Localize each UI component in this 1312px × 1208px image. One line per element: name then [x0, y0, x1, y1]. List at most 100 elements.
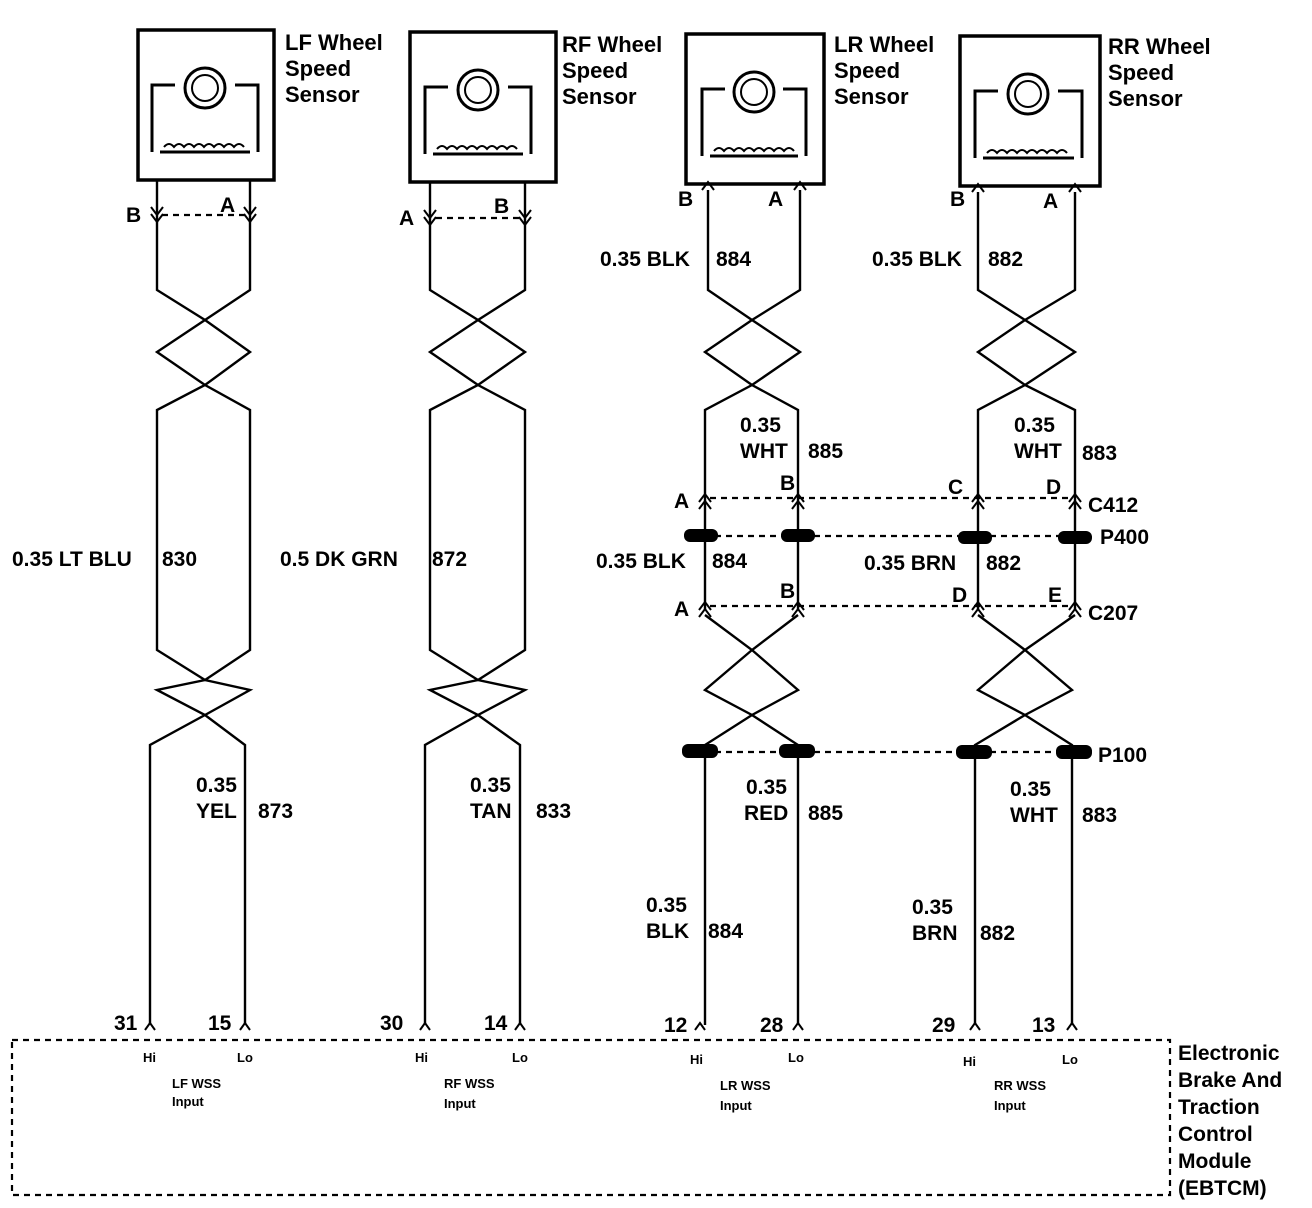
- input-label-line1: RR WSS: [994, 1078, 1046, 1093]
- pin-number: 14: [484, 1012, 508, 1035]
- wire-color: TAN: [470, 800, 512, 823]
- splice-icon: [684, 529, 718, 542]
- connector-name: P400: [1100, 526, 1149, 549]
- lo-label: Lo: [512, 1050, 528, 1065]
- wire-label: 0.35 LT BLU: [12, 548, 132, 571]
- terminal-icon: [1068, 600, 1082, 618]
- module-title-line5: Module: [1178, 1150, 1252, 1173]
- pin-label: A: [399, 207, 414, 230]
- sensor-title-line1: LR Wheel: [834, 32, 934, 57]
- sensor-title-line2: Speed: [285, 56, 351, 81]
- pin-label: B: [780, 580, 795, 603]
- wire-color: RED: [744, 802, 788, 825]
- sensor-box: [684, 32, 826, 186]
- coil-icon: [986, 149, 1068, 155]
- splice-icon: [779, 744, 815, 758]
- lr-wiring: B A 0.35 BLK 884 0.35 WHT 885 0.35 BLK 8…: [596, 180, 843, 1025]
- circuit-number: 833: [536, 800, 571, 823]
- pin-label: A: [674, 490, 689, 513]
- sensor-title-line3: Sensor: [834, 84, 909, 109]
- lo-label: Lo: [1062, 1052, 1078, 1067]
- sensor-lr: LR Wheel Speed Sensor: [684, 32, 934, 186]
- pin-label: C: [948, 476, 963, 499]
- wire-label: 0.35 BLK: [600, 248, 690, 271]
- terminal-icon: [701, 180, 807, 191]
- terminal-icon: [144, 1021, 1078, 1031]
- sensor-title-line2: Speed: [562, 58, 628, 83]
- sensor-box: [958, 34, 1102, 188]
- terminal-icon: [423, 209, 437, 227]
- connector-c207: A B D E C207: [674, 580, 1138, 625]
- terminal-icon: [698, 600, 712, 618]
- wire-label: 0.35 BLK: [596, 550, 686, 573]
- hi-label: Hi: [963, 1054, 976, 1069]
- circuit-number: 872: [432, 548, 467, 571]
- wire-color: BLK: [646, 920, 689, 943]
- wire-color: WHT: [1010, 804, 1058, 827]
- rf-wiring: A B 0.5 DK GRN 872 0.35 TAN 833: [280, 182, 571, 1025]
- connector-name: C412: [1088, 494, 1138, 517]
- sensor-title-line3: Sensor: [1108, 86, 1183, 111]
- toothed-wheel-icon: [423, 68, 533, 156]
- terminal-icon: [698, 492, 712, 510]
- pin-number: 30: [380, 1012, 403, 1035]
- sensor-title-line1: RR Wheel: [1108, 34, 1211, 59]
- terminal-icon: [791, 492, 805, 510]
- terminal-icon: [971, 492, 985, 510]
- wire-color: YEL: [196, 800, 237, 823]
- circuit-number: 883: [1082, 442, 1117, 465]
- circuit-number: 882: [980, 922, 1015, 945]
- lo-label: Lo: [788, 1050, 804, 1065]
- sensor-title-line1: RF Wheel: [562, 32, 662, 57]
- wire-color: BRN: [912, 922, 958, 945]
- circuit-number: 884: [712, 550, 747, 573]
- wire-gauge: 0.35: [746, 776, 787, 799]
- terminal-icon: [150, 206, 164, 224]
- sensor-lf: LF Wheel Speed Sensor: [136, 28, 383, 182]
- module-title-line4: Control: [1178, 1123, 1253, 1146]
- input-label-line2: Input: [444, 1096, 476, 1111]
- input-label-line1: LF WSS: [172, 1076, 221, 1091]
- circuit-number: 873: [258, 800, 293, 823]
- wire-gauge: 0.35: [1014, 414, 1055, 437]
- pin-number: 28: [760, 1014, 784, 1037]
- input-label-line2: Input: [172, 1094, 204, 1109]
- splice-icon: [1058, 531, 1092, 544]
- wire-label: 0.5 DK GRN: [280, 548, 398, 571]
- wire-gauge: 0.35: [740, 414, 781, 437]
- circuit-number: 884: [716, 248, 751, 271]
- terminal-icon: [518, 209, 532, 227]
- hi-label: Hi: [143, 1050, 156, 1065]
- connector-c412: A B C D C412: [674, 472, 1138, 517]
- wire-gauge: 0.35: [470, 774, 511, 797]
- wire-gauge: 0.35: [646, 894, 687, 917]
- terminal-icon: [243, 206, 257, 224]
- splice-icon: [958, 531, 992, 544]
- splice-icon: [1056, 745, 1092, 759]
- lf-wiring: B A 0.35 LT BLU 830 0.35 YEL 873: [12, 180, 293, 1025]
- wire-label: 0.35 BLK: [872, 248, 962, 271]
- pin-label: D: [1046, 476, 1061, 499]
- ebtcm-module: Electronic Brake And Traction Control Mo…: [10, 1012, 1282, 1200]
- input-label-line1: LR WSS: [720, 1078, 771, 1093]
- toothed-wheel-icon: [700, 70, 808, 158]
- wire-label: 0.35 BRN: [864, 552, 956, 575]
- splice-pack-p400: P400: [684, 526, 1149, 549]
- circuit-number: 884: [708, 920, 743, 943]
- sensor-title-line3: Sensor: [285, 82, 360, 107]
- pin-label: A: [674, 598, 689, 621]
- splice-icon: [781, 529, 815, 542]
- sensor-box: [408, 30, 558, 184]
- module-title-line2: Brake And: [1178, 1069, 1282, 1092]
- input-label-line2: Input: [720, 1098, 752, 1113]
- circuit-number: 885: [808, 802, 843, 825]
- sensor-rf: RF Wheel Speed Sensor: [408, 30, 662, 184]
- connector-name: P100: [1098, 744, 1147, 767]
- input-label-line1: RF WSS: [444, 1076, 495, 1091]
- circuit-number: 830: [162, 548, 197, 571]
- terminal-icon: [971, 182, 1082, 193]
- toothed-wheel-icon: [150, 66, 260, 154]
- coil-icon: [163, 143, 245, 149]
- pin-number: 31: [114, 1012, 138, 1035]
